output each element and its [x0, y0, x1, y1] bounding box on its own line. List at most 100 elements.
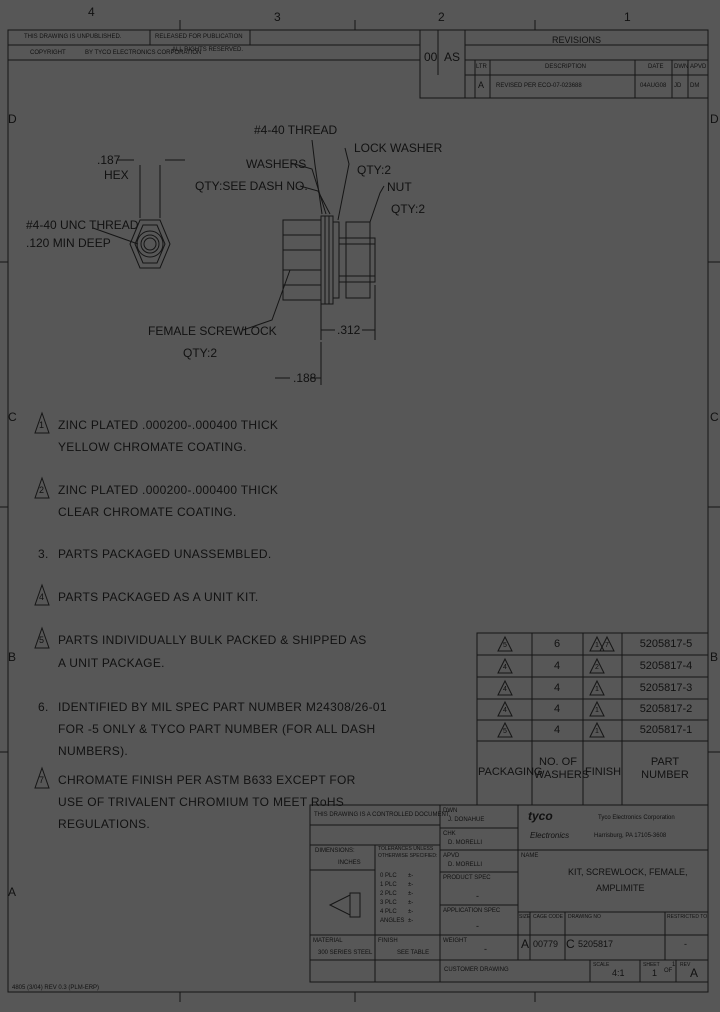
- cage-label: CAGE CODE: [533, 914, 564, 920]
- note-2-line1: ZINC PLATED .000200-.000400 THICK: [58, 483, 279, 497]
- chk-label: CHK: [443, 831, 456, 837]
- tol-value: ±-: [408, 900, 414, 906]
- hex-label: HEX: [104, 168, 129, 182]
- tolerances-label: TOLERANCES UNLESS OTHERWISE SPECIFIED:: [378, 846, 438, 859]
- screwlock-callout: FEMALE SCREWLOCK: [148, 324, 277, 338]
- dim-188: .188: [293, 371, 317, 385]
- drawing-title-line2: AMPLIMITE: [596, 883, 645, 893]
- finish-value: SEE TABLE: [397, 950, 430, 956]
- released-text: RELEASED FOR PUBLICATION: [155, 34, 243, 40]
- controlled-doc-text: THIS DRAWING IS A CONTROLLED DOCUMENT.: [314, 812, 451, 818]
- dwn-label: DWN: [443, 808, 458, 814]
- zone-c-left: C: [8, 410, 17, 424]
- appr-name: D. MORELLI: [448, 862, 483, 868]
- size-value: A: [521, 937, 530, 951]
- zone-d-right: D: [710, 112, 719, 126]
- dim-312: .312: [337, 323, 361, 337]
- tol-line: 0 PLC: [380, 873, 397, 879]
- tol-line: 1 PLC: [380, 882, 397, 888]
- drawing-border: [7, 29, 709, 993]
- dwg-prefix: C: [566, 937, 575, 951]
- table-row-pkg: 5: [503, 728, 507, 735]
- screwlock-qty: QTY:2: [183, 346, 218, 360]
- dwn-name: J. DONAHUE: [448, 817, 485, 823]
- dwg-no-label: DRAWING NO: [568, 914, 601, 920]
- appr-label: APVD: [443, 853, 460, 859]
- nut-callout: NUT: [387, 180, 412, 194]
- tol-line: ANGLES: [380, 918, 405, 924]
- tol-value: ±-: [408, 891, 414, 897]
- note-1-line1: ZINC PLATED .000200-.000400 THICK: [58, 418, 279, 432]
- note-2-line2: CLEAR CHROMATE COATING.: [58, 505, 237, 519]
- table-row-part: 5205817-4: [639, 660, 693, 672]
- note-6-line1: IDENTIFIED BY MIL SPEC PART NUMBER M2430…: [58, 700, 387, 714]
- rev-value: A: [690, 966, 699, 980]
- rev-col-apvd: APVD: [690, 64, 707, 70]
- note-6-line2: FOR -5 ONLY & TYCO PART NUMBER (FOR ALL …: [58, 722, 376, 736]
- zone-3-label: 3: [274, 10, 281, 24]
- dist-code: 00: [424, 50, 438, 64]
- hex-dim-label: .187: [97, 153, 121, 167]
- note-7-marker: 7: [39, 775, 45, 785]
- prod-spec-label: PRODUCT SPEC: [443, 875, 491, 881]
- zone-1-label: 1: [624, 10, 631, 24]
- weight-value: -: [484, 944, 487, 954]
- dimensions-units: INCHES: [338, 860, 361, 866]
- table-row-washers: 4: [553, 682, 561, 694]
- tol-value: ±-: [408, 882, 414, 888]
- note-3-marker: 3.: [38, 547, 49, 561]
- note-5-line2: A UNIT PACKAGE.: [58, 656, 165, 670]
- unpublished-text: THIS DRAWING IS UNPUBLISHED.: [24, 34, 122, 40]
- table-row-washers: 4: [553, 703, 561, 715]
- table-row-part: 5205817-5: [639, 638, 693, 650]
- size-label: SIZE: [519, 914, 531, 920]
- note-5-line1: PARTS INDIVIDUALLY BULK PACKED & SHIPPED…: [58, 633, 367, 647]
- table-row-finish2: 7: [605, 642, 609, 649]
- note-7-line1: CHROMATE FINISH PER ASTM B633 EXCEPT FOR: [58, 773, 356, 787]
- tol-value: ±-: [408, 918, 414, 924]
- table-header-washers: NO. OF WASHERS: [534, 756, 590, 781]
- note-1-marker: 1: [39, 420, 45, 430]
- finish-label: FINISH: [378, 938, 398, 944]
- rev-row-dwn: JD: [674, 83, 682, 89]
- rights-reserved: ALL RIGHTS RESERVED.: [172, 47, 244, 53]
- zone-d-left: D: [8, 112, 17, 126]
- zone-c-right: C: [710, 410, 719, 424]
- note-6-line3: NUMBERS).: [58, 744, 129, 758]
- table-row-finish: 1: [595, 728, 599, 735]
- company-name: Tyco Electronics Corporation: [598, 815, 675, 821]
- note-4-marker: 4: [39, 592, 45, 602]
- company-city: Harrisburg, PA 17105-3608: [594, 833, 667, 839]
- material-value: 300 SERIES STEEL: [318, 950, 373, 956]
- note-7-line2: USE OF TRIVALENT CHROMIUM TO MEET RoHS: [58, 795, 345, 809]
- table-row-part: 5205817-3: [639, 682, 693, 694]
- lock-washer-qty: QTY:2: [357, 163, 392, 177]
- scale-label: SCALE: [593, 962, 610, 968]
- note-3-line1: PARTS PACKAGED UNASSEMBLED.: [58, 547, 272, 561]
- rev-col-date: DATE: [648, 64, 664, 70]
- washers-callout: WASHERS: [246, 157, 307, 171]
- dimensions-label: DIMENSIONS:: [315, 848, 355, 854]
- note-1-line2: YELLOW CHROMATE COATING.: [58, 440, 247, 454]
- cage-value: 00779: [533, 939, 559, 949]
- thread-callout: #4-40 THREAD: [254, 123, 338, 137]
- dist-code-2: AS: [444, 50, 461, 64]
- note-2-marker: 2: [39, 485, 45, 495]
- revisions-title: REVISIONS: [552, 35, 602, 45]
- tyco-logo: tyco: [528, 809, 553, 823]
- table-header-finish: FINISH: [584, 766, 622, 778]
- tapped-callout: #4-40 UNC THREAD: [26, 218, 139, 232]
- table-row-washers: 6: [553, 638, 561, 650]
- note-7-line3: REGULATIONS.: [58, 817, 151, 831]
- sheet-total: 1: [672, 962, 676, 968]
- name-label: NAME: [521, 853, 539, 859]
- table-header-packaging: PACKAGING: [478, 766, 543, 778]
- hex-end-view: [129, 219, 171, 269]
- table-row-pkg: 5: [503, 642, 507, 649]
- scale-value: 4:1: [612, 968, 625, 978]
- customer-drawing: CUSTOMER DRAWING: [444, 967, 509, 973]
- rev-row-apvd: DM: [690, 83, 700, 89]
- copyright-owner: BY TYCO ELECTRONICS CORPORATION: [85, 50, 202, 56]
- table-row-washers: 4: [553, 724, 561, 736]
- note-5-marker: 5: [39, 635, 45, 645]
